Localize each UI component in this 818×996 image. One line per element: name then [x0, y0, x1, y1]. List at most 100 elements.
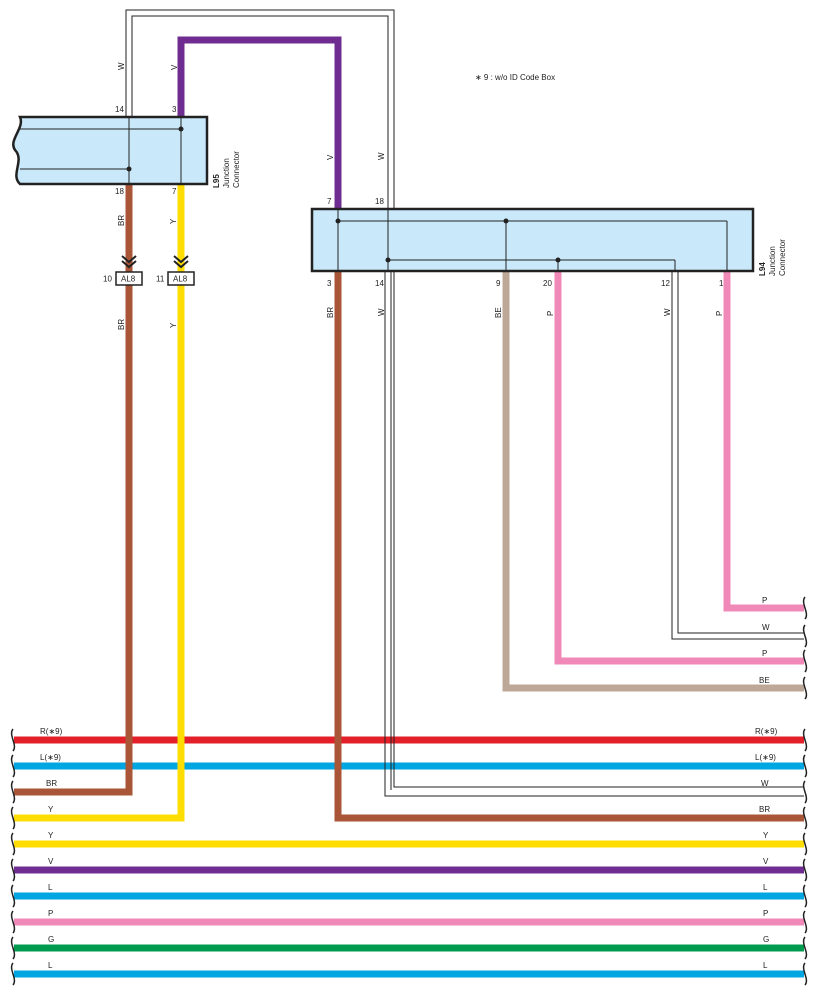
break-mark-left [10, 754, 16, 778]
break-mark-left [10, 806, 16, 830]
l94-pin-9: 9 [496, 279, 501, 288]
bus-label-right: BR [759, 805, 770, 814]
break-mark-right [802, 936, 808, 960]
wire-label: V [170, 64, 179, 70]
l94-name-line2: Connector [778, 239, 787, 276]
l95-code: L95 [212, 174, 221, 188]
l94-pin-1: 1 [719, 279, 724, 288]
l95-name-line2: Connector [232, 151, 241, 188]
break-mark-left [10, 884, 16, 908]
wire-be-l94-9 [502, 271, 804, 692]
wire-v-l95-l94 [177, 36, 342, 209]
break-mark-right [802, 649, 808, 673]
wire-labels: W V V W BR Y BR Y BR W BE P W P [117, 62, 724, 330]
wire-label: BR [326, 307, 335, 318]
l94-pin-18: 18 [375, 197, 384, 206]
note-text: ∗ 9 : w/o ID Code Box [475, 73, 555, 82]
wire-label: W [377, 152, 386, 160]
l94-junction-dot [503, 218, 509, 224]
stub-label: W [762, 623, 770, 632]
bus-label-right: L [763, 883, 768, 892]
bus-label-left: L [48, 883, 53, 892]
bus-label-left: V [48, 857, 54, 866]
break-mark-left [10, 728, 16, 752]
connector-chevron-icon [173, 255, 189, 269]
break-mark-right [802, 832, 808, 856]
l95-pin-7: 7 [172, 187, 177, 196]
wire-br-l95-18 [14, 184, 133, 796]
bus-label-left: BR [46, 779, 57, 788]
wire-label: P [546, 311, 555, 316]
al8-splice-left: AL8 10 [103, 255, 143, 286]
al8-right-pin: 11 [156, 275, 165, 284]
break-mark-left [10, 962, 16, 986]
bus-label-left: P [48, 909, 53, 918]
l94-pin-7: 7 [327, 197, 332, 206]
l94-junction-dot [335, 218, 341, 224]
wire-w-l94-12-inner [677, 271, 804, 634]
break-mark-right [802, 728, 808, 752]
colored-wires [14, 36, 804, 822]
stub-label: P [762, 596, 767, 605]
wire-p-l94-20 [554, 271, 804, 665]
right-stub-labels: P W P BE [759, 596, 770, 685]
stub-label: P [762, 649, 767, 658]
wire-label: BE [494, 307, 503, 318]
bus-label-left: R(∗9) [40, 727, 63, 736]
break-mark-right [802, 910, 808, 934]
l94-name-line1: Junction [768, 246, 777, 276]
al8-splice-right: AL8 11 [156, 255, 195, 286]
al8-left-pin: 10 [103, 275, 112, 284]
l95-junction-connector: 14 3 18 7 L95 Junction Connector [12, 105, 241, 196]
bus-label-left: L(∗9) [40, 753, 61, 762]
l94-junction-connector: 7 18 3 14 9 20 12 1 L94 Junction Connect… [310, 197, 787, 288]
l95-junction-dot [126, 166, 132, 172]
al8-right-box [167, 271, 195, 286]
al8-left-code: AL8 [121, 275, 136, 284]
bus-label-right: L(∗9) [755, 753, 776, 762]
break-mark-right [802, 884, 808, 908]
break-mark-right [802, 754, 808, 778]
wire-label: W [377, 308, 386, 316]
wire-label: W [117, 62, 126, 70]
break-mark-left [10, 832, 16, 856]
bus-label-right: R(∗9) [755, 727, 778, 736]
wire-label: Y [169, 322, 178, 328]
wire-y-l95-7 [14, 184, 185, 822]
wire-p-l94-1 [723, 271, 804, 612]
break-mark-right [802, 858, 808, 882]
al8-left-box [115, 271, 143, 286]
bus-label-left: G [48, 935, 54, 944]
bus-label-right: Y [763, 831, 769, 840]
bus-label-right: P [763, 909, 768, 918]
connector-chevron-icon [121, 255, 137, 269]
break-marks [10, 596, 808, 986]
bus-labels-left: R(∗9) L(∗9) BR Y Y V L P G L [40, 727, 63, 970]
bus-label-right: W [761, 779, 769, 788]
break-mark-right [802, 780, 808, 804]
stub-label: BE [759, 676, 770, 685]
bus-label-left: Y [48, 805, 54, 814]
wire-label: Y [169, 218, 178, 224]
l94-pin-20: 20 [543, 279, 552, 288]
wire-label: P [715, 311, 724, 316]
break-mark-right [802, 676, 808, 700]
bus-label-right: G [763, 935, 769, 944]
bus-labels-right: R(∗9) L(∗9) W BR Y V L P G L [755, 727, 778, 970]
wire-w-l95-14-inner [131, 15, 389, 209]
bus-label-right: V [763, 857, 769, 866]
break-mark-left [10, 936, 16, 960]
l94-code: L94 [758, 262, 767, 276]
break-mark-right [802, 596, 808, 620]
break-mark-right [802, 806, 808, 830]
bus-label-left: L [48, 961, 53, 970]
wire-br-l94-3 [334, 271, 804, 822]
l95-body [12, 115, 209, 186]
wire-label: V [326, 154, 335, 160]
bus-label-right: L [763, 961, 768, 970]
l94-pin-3: 3 [327, 279, 332, 288]
l95-name-line1: Junction [222, 158, 231, 188]
bus-label-left: Y [48, 831, 54, 840]
break-mark-right [802, 962, 808, 986]
break-mark-left [10, 858, 16, 882]
